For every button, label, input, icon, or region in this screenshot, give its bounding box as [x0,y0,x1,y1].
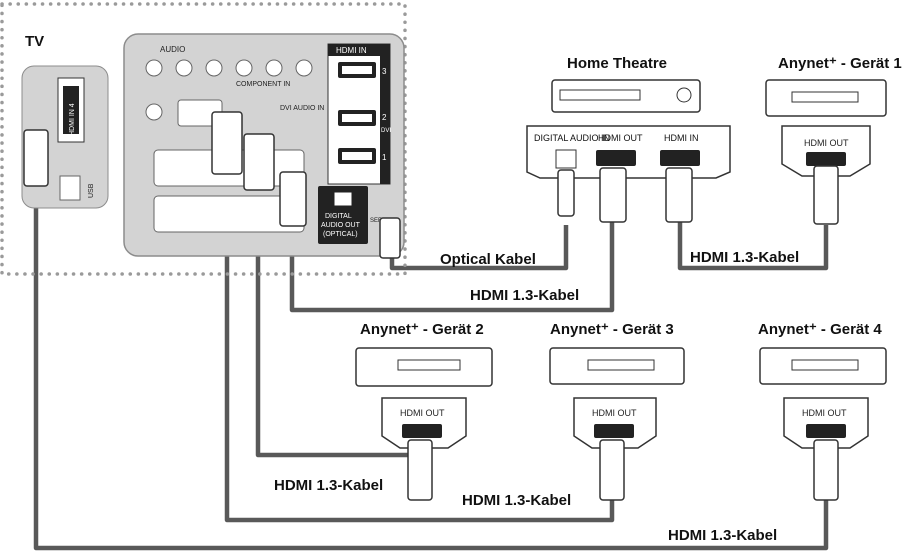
audio-label: AUDIO [160,45,185,54]
ht-port-digital-audio-in: DIGITAL AUDIO IN [534,133,610,143]
hdmi-port-2-num: 2 [382,113,387,122]
ht-hdmi-in-port [660,150,700,166]
label-optical-kabel: Optical Kabel [440,251,536,268]
optical-line-2: AUDIO OUT [321,222,361,229]
geraet-1-port: HDMI OUT [804,138,849,148]
usb-label: USB [88,183,95,198]
geraet-4-title: Anynet⁺ - Gerät 4 [758,321,882,338]
rca-jacks [145,59,313,77]
optical-out-block [318,186,368,244]
device-geraet-4: Anynet⁺ - Gerät 4 HDMI OUT [758,321,887,501]
hdmi-port-2-sub: DVI [381,128,391,134]
plug-side-hdmi [23,129,49,187]
device-geraet-2: Anynet⁺ - Gerät 2 HDMI OUT [355,321,493,501]
side-hdmi-label: HDMI IN 4 [69,103,76,136]
component-label: COMPONENT IN [236,81,290,88]
device-geraet-1: Anynet⁺ - Gerät 1 HDMI OUT [765,55,902,225]
hdmi-port-1-num: 1 [382,153,387,162]
hdmi-port-3-num: 3 [382,67,387,76]
hdmi-ports [338,62,376,164]
label-hdmi-g3: HDMI 1.3-Kabel [462,492,571,509]
geraet-3-title: Anynet⁺ - Gerät 3 [550,321,674,338]
cable-ht-in-to-geraet1 [677,222,829,271]
cable-optical [389,225,569,271]
ht-plugs [557,167,693,223]
geraet-3-port: HDMI OUT [592,408,637,418]
geraet-2-title: Anynet⁺ - Gerät 2 [360,321,484,338]
plug-hdmi-2 [243,133,275,191]
optical-line-1: DIGITAL [325,213,352,220]
dvi-label: DVI AUDIO IN [280,105,324,112]
ht-title: Home Theatre [567,55,667,72]
cable-hdmi1-to-ht-out [289,222,615,313]
optical-line-3: (OPTICAL) [323,231,358,238]
label-hdmi-g2: HDMI 1.3-Kabel [274,477,383,494]
ht-knob [676,87,692,103]
usb-port [59,175,81,201]
geraet-2-port: HDMI OUT [400,408,445,418]
tv-label: TV [25,33,44,50]
cable-side-hdmi-to-geraet4 [33,190,829,551]
hdmi-plugs-tv [23,111,401,259]
plug-hdmi-3 [211,111,243,175]
cables [33,67,829,551]
tv-region [0,2,407,276]
optical-port [333,191,353,207]
plug-hdmi-1 [279,171,307,227]
ht-hdmi-out-port [596,150,636,166]
side-hdmi-slot [63,86,79,134]
hdmi-in-label: HDMI IN [336,46,367,55]
label-hdmi-ht-tv: HDMI 1.3-Kabel [470,287,579,304]
ht-tray [559,89,641,101]
device-geraet-3: Anynet⁺ - Gerät 3 HDMI OUT [549,321,685,501]
geraet-1-title: Anynet⁺ - Gerät 1 [778,55,902,72]
ht-port-hdmi-in: HDMI IN [664,133,699,143]
plug-optical [379,217,401,259]
hdmi-number-strip [380,56,390,184]
label-hdmi-g4: HDMI 1.3-Kabel [668,527,777,544]
label-hdmi-ht-g1: HDMI 1.3-Kabel [690,249,799,266]
hdmi-in-header [328,44,390,56]
rca-jack [145,103,163,121]
ht-port-hdmi-out: HDMI OUT [598,133,643,143]
geraet-4-port: HDMI OUT [802,408,847,418]
ht-optical-port [555,149,577,169]
